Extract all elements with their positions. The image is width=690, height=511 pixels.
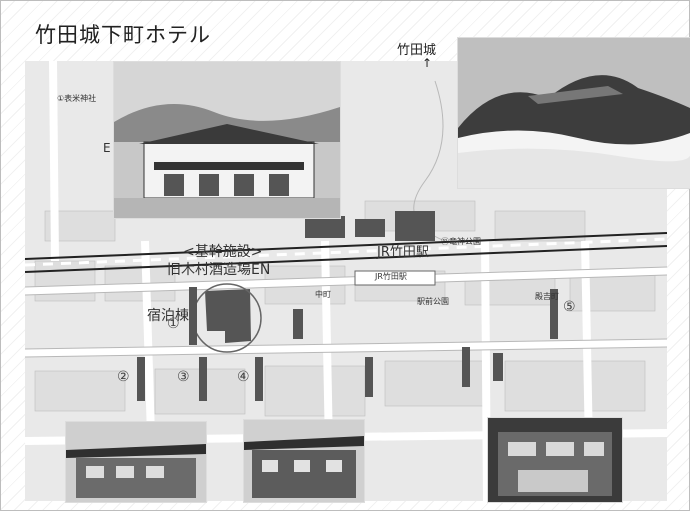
kiyo-label: 殿吉町 — [535, 292, 559, 301]
park-label: ⑪竜神公園 — [441, 237, 481, 246]
station-park-label: 駅前公園 — [417, 297, 449, 306]
castle-arrow-icon: ↑ — [422, 56, 433, 70]
castle-photo — [457, 37, 690, 189]
marker-4: ④ — [237, 369, 250, 385]
marker-2: ② — [117, 369, 130, 385]
station-small-label: JR竹田駅 — [375, 272, 407, 281]
marker-1: ① — [167, 316, 180, 332]
facility-photo — [113, 61, 341, 219]
lodging-photo-3 — [487, 417, 623, 503]
lodging-label: 宿泊棟 — [147, 308, 189, 324]
lodging-photo-1 — [65, 421, 207, 503]
marker-3: ③ — [177, 369, 190, 385]
facility-name: 旧木村酒造場EN — [167, 262, 271, 278]
page-title: 竹田城下町ホテル — [35, 23, 211, 47]
map-letter: E — [103, 141, 111, 155]
shrine-label: ①表米神社 — [57, 94, 97, 103]
castle-label: 竹田城 — [397, 43, 437, 58]
station-label: JR竹田駅 — [377, 245, 429, 260]
lodging-photo-2 — [243, 419, 365, 503]
marker-5: ⑤ — [563, 299, 576, 315]
naka-label: 中町 — [315, 290, 331, 299]
facility-header: <基幹施設> — [183, 244, 263, 260]
